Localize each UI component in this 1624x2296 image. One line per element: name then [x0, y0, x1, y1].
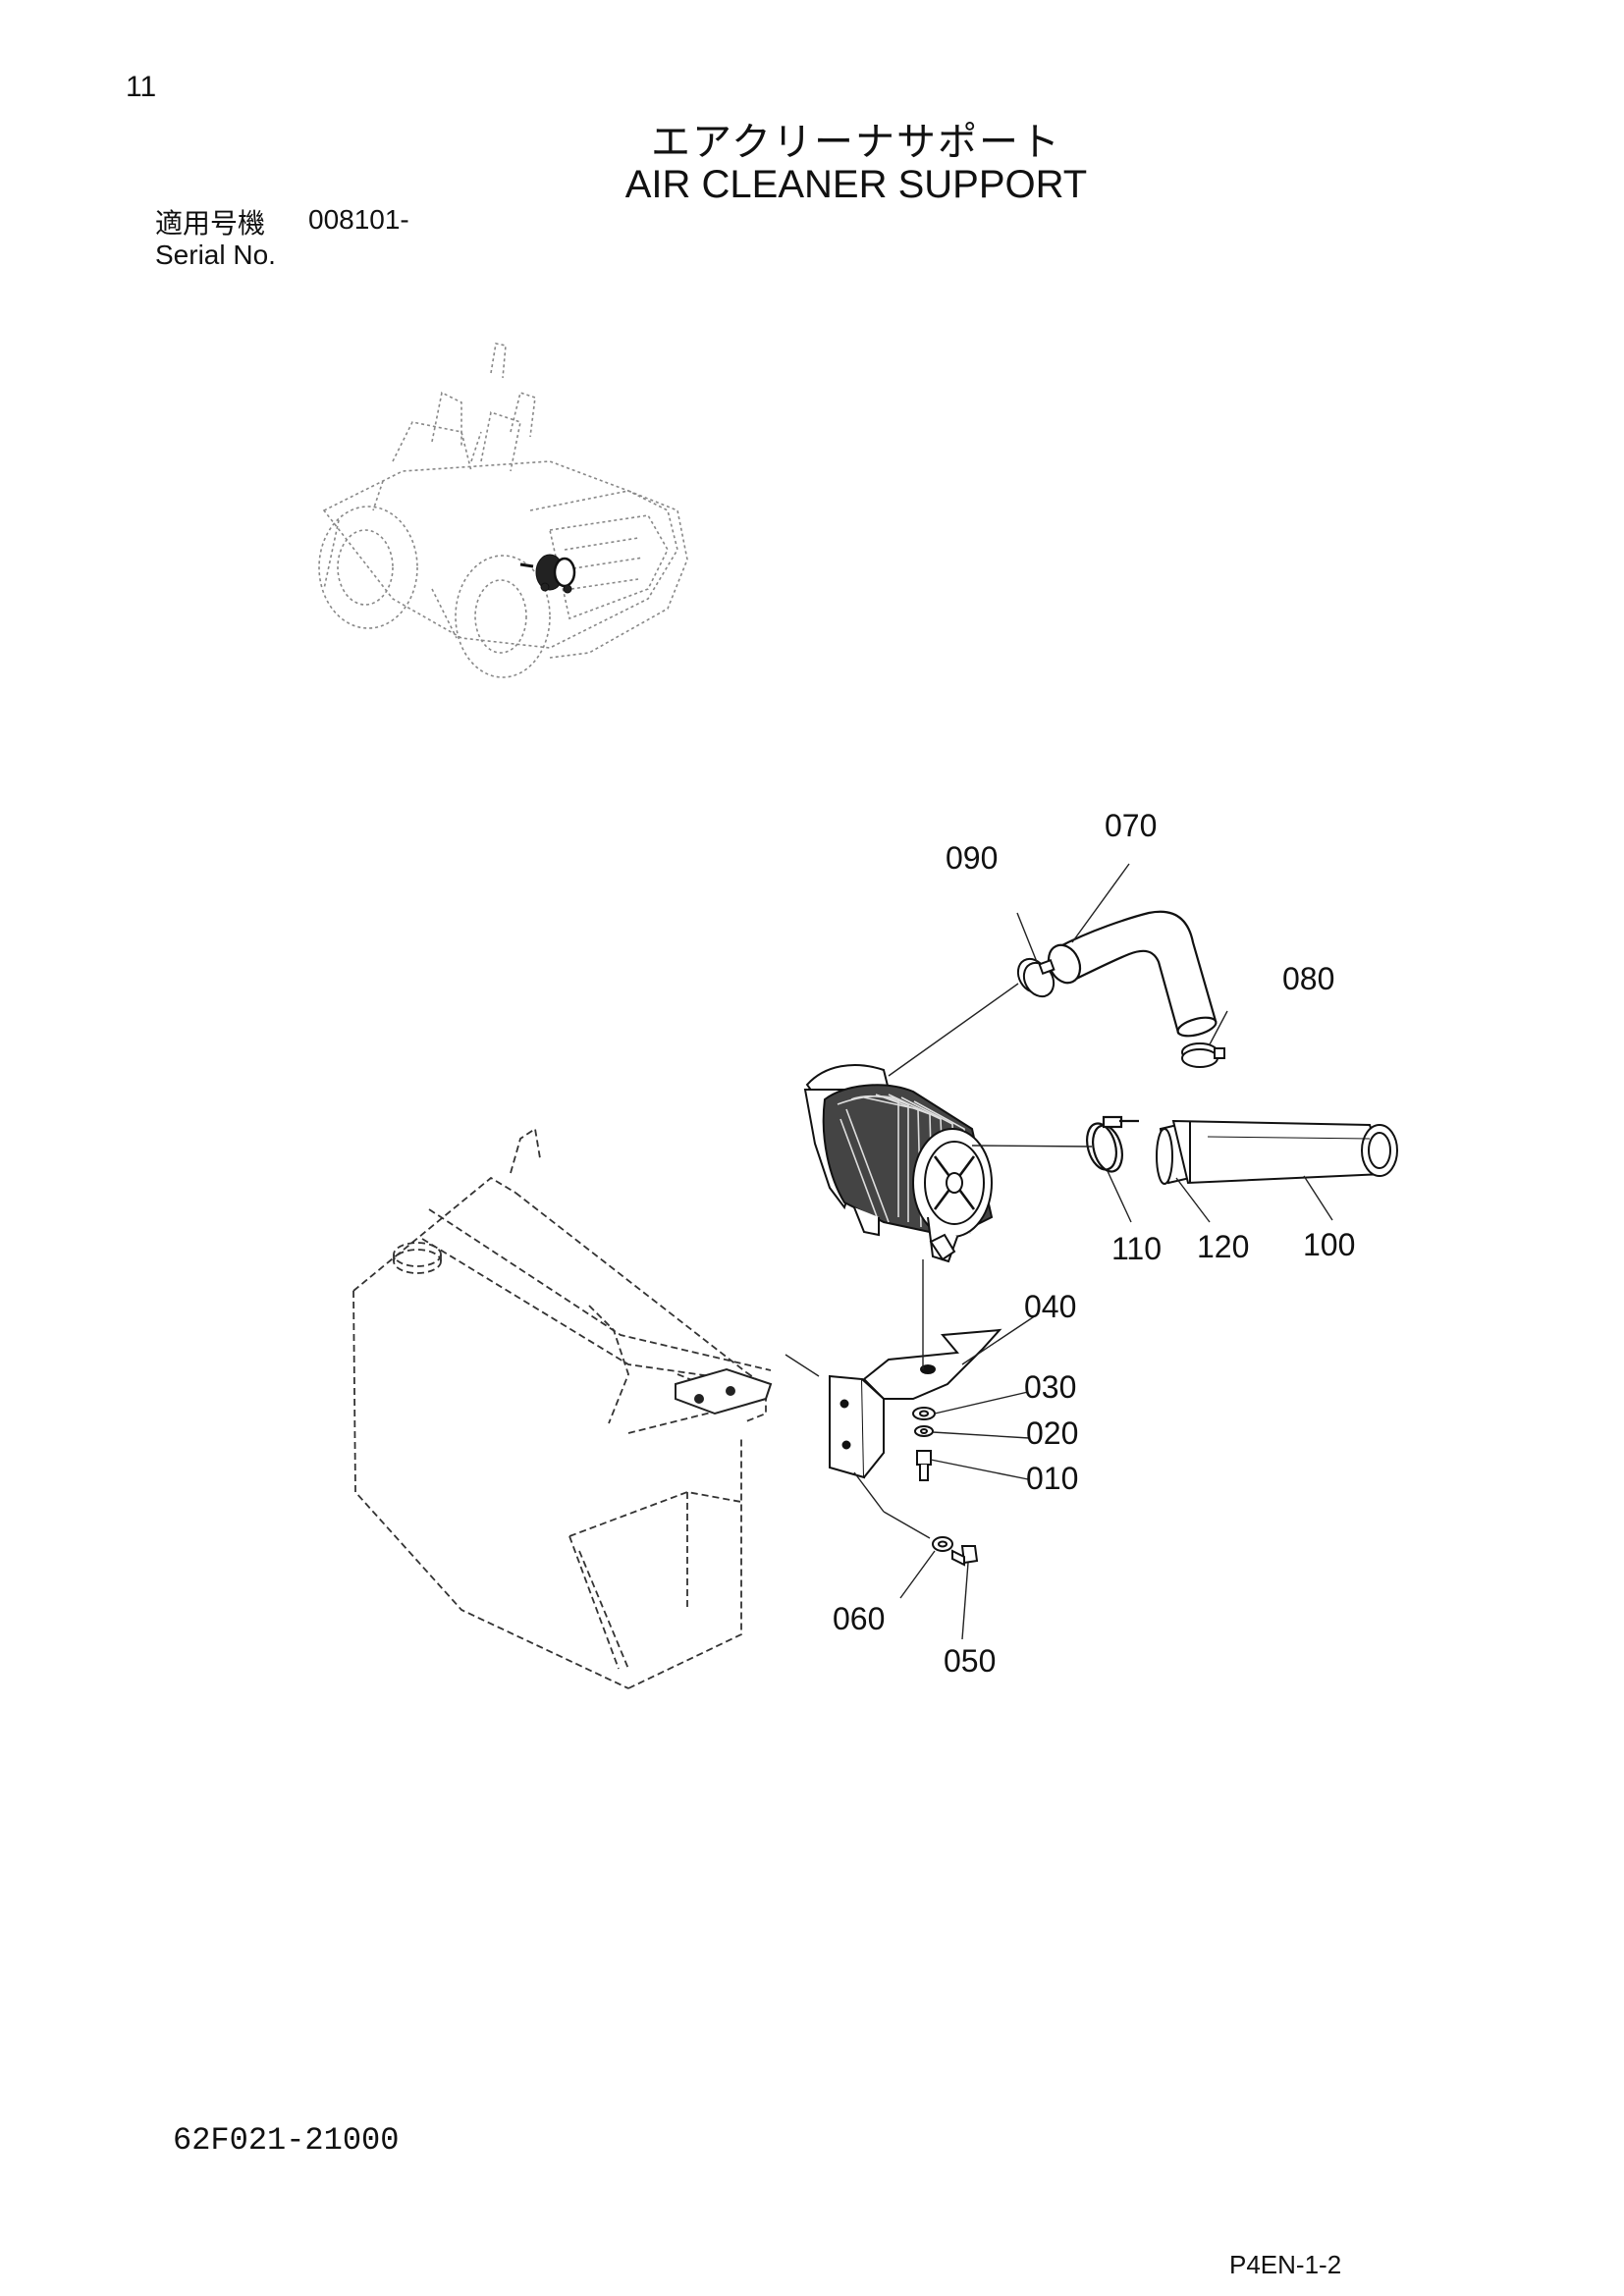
hose-clamp-080-illustration [1181, 1042, 1225, 1068]
page-title-english: AIR CLEANER SUPPORT [624, 163, 1088, 206]
callout-090: 090 [946, 840, 998, 876]
tractor-overview-illustration [318, 343, 688, 678]
serial-number-value: 008101- [308, 204, 409, 235]
serial-label-english: Serial No. [155, 240, 276, 270]
hose-clamp-090-illustration [1016, 957, 1056, 998]
callout-040: 040 [1024, 1289, 1076, 1324]
support-bracket-040-illustration [829, 1328, 1002, 1479]
hose-clamp-110-illustration [1086, 1115, 1139, 1173]
serial-label-japanese: 適用号機 [155, 207, 266, 240]
callout-030: 030 [1024, 1369, 1076, 1405]
part-callouts: 070 090 080 110 120 100 040 030 020 010 … [833, 808, 1355, 1679]
leader-lines [785, 863, 1333, 1640]
document-code: 62F021-21000 [173, 2122, 400, 2159]
intake-pipe-100-120-illustration [1156, 1119, 1398, 1185]
callout-060: 060 [833, 1601, 885, 1636]
callout-010: 010 [1026, 1461, 1078, 1496]
page-title-japanese: エアクリーナサポート [651, 120, 1061, 165]
callout-050: 050 [944, 1643, 996, 1679]
callout-120: 120 [1197, 1229, 1249, 1264]
fuel-tank-illustration [352, 1127, 772, 1689]
callout-070: 070 [1105, 808, 1157, 843]
callout-020: 020 [1026, 1415, 1078, 1451]
callout-110: 110 [1111, 1231, 1162, 1266]
air-cleaner-body-illustration [803, 1064, 994, 1263]
page-reference: P4EN-1-2 [1229, 2250, 1342, 2279]
callout-100: 100 [1303, 1227, 1355, 1262]
page-number: 11 [126, 71, 157, 103]
tank-bracket-plate [675, 1367, 773, 1415]
hardware-parts-illustration [912, 1407, 979, 1567]
tractor-air-cleaner-highlight [519, 554, 576, 594]
elbow-hose-070-illustration [1047, 910, 1218, 1038]
callout-080: 080 [1282, 961, 1334, 996]
